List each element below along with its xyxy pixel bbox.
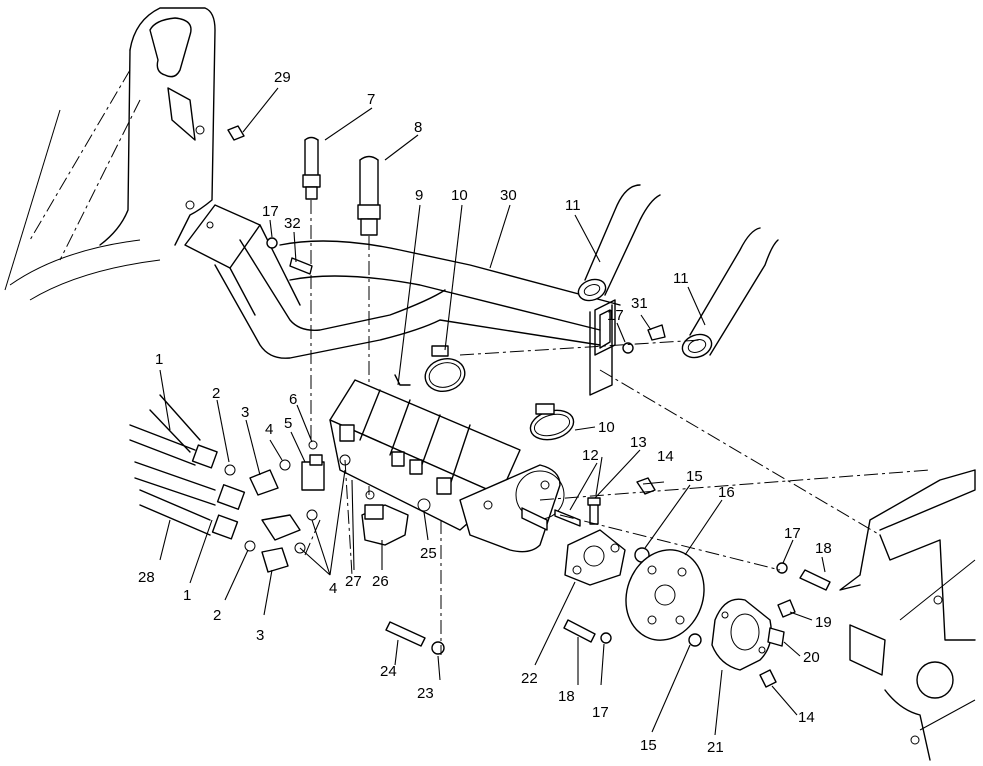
frame-tube-30 [184,204,621,396]
callout-8: 8 [414,119,422,136]
callout-29: 29 [274,69,291,86]
callout-4-lower: 4 [329,580,337,597]
callout-13: 13 [630,434,647,451]
callout-11-upper: 11 [565,197,581,214]
callout-20: 20 [803,649,820,666]
callout-5: 5 [284,415,292,432]
callout-15-lower: 15 [640,737,657,754]
callout-7: 7 [367,91,375,108]
callout-23: 23 [417,685,434,702]
callout-28: 28 [138,569,155,586]
hose-clamp-10-lower [529,403,575,441]
callout-4-upper: 4 [265,421,273,438]
callout-14-upper: 14 [657,448,674,465]
callout-26: 26 [372,573,389,590]
callout-10-upper: 10 [451,187,468,204]
callout-3-upper: 3 [241,404,249,421]
left-frame-plate [4,7,216,301]
callout-17-lower: 17 [592,704,609,721]
callout-19: 19 [815,614,832,631]
callout-6: 6 [289,391,297,408]
callout-27: 27 [345,573,362,590]
callout-14-lower: 14 [798,709,815,726]
callout-11-lower: 11 [673,270,689,287]
callout-16: 16 [718,484,735,501]
coupling-parts [554,477,831,688]
hose-assemblies-1-28 [129,394,246,540]
callout-18-lower: 18 [558,688,575,705]
callout-15-upper: 15 [686,468,703,485]
leader-lines [159,87,826,736]
hydraulic-line-7 [302,136,321,440]
callout-12: 12 [582,447,599,464]
hose-clamp-10-upper [424,345,466,392]
callout-32: 32 [284,215,301,232]
hydraulic-line-8 [357,155,381,495]
callout-1-upper: 1 [155,351,163,368]
gear-pump-9 [329,374,565,553]
callout-24: 24 [380,663,397,680]
callout-2-upper: 2 [212,385,220,402]
callout-22: 22 [521,670,538,687]
callout-17-right: 17 [784,525,801,542]
callout-17-upper-left: 17 [262,203,279,220]
callout-labels: 29 7 8 9 10 30 11 11 17 32 17 31 1 2 3 4… [138,69,832,756]
callout-3-lower: 3 [256,627,264,644]
callout-2-lower: 2 [213,607,221,624]
alignment-centerlines [304,339,931,655]
callout-17-upper-right: 17 [607,307,624,324]
hose-11-upper [577,184,661,302]
callout-21: 21 [707,739,724,756]
right-frame-plate [839,469,976,761]
hose-11-lower [681,227,779,359]
small-hardware [227,125,666,655]
callout-25: 25 [420,545,437,562]
callout-1-lower: 1 [183,587,191,604]
callout-18-right: 18 [815,540,832,557]
callout-30: 30 [500,187,517,204]
fittings-group [224,440,431,573]
callout-9: 9 [415,187,423,204]
callout-31: 31 [631,295,648,312]
callout-10-lower: 10 [598,419,615,436]
